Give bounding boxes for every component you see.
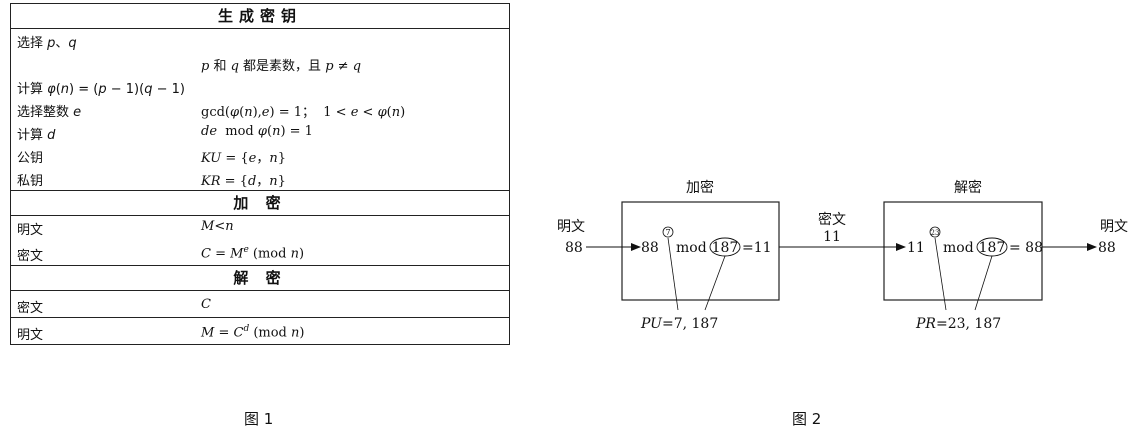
header-generate-key: 生成密钥 <box>11 4 509 29</box>
dec-result: = 88 <box>1009 240 1043 256</box>
plaintext-in-label: 明文 <box>557 219 585 235</box>
row-label: 选择 p、q <box>17 36 77 51</box>
row-value: C <box>201 297 211 312</box>
encrypt-title: 加密 <box>686 179 714 196</box>
row-label: 计算 φ(n) = (p − 1)(q − 1) <box>17 82 185 97</box>
row-value: M = Cd (mod n) <box>201 324 305 341</box>
decrypt-title: 解密 <box>954 179 982 196</box>
row-label: 明文 <box>17 328 44 343</box>
table-row: 明文 M<n <box>11 216 509 239</box>
row-value: KR = {d，n} <box>201 174 286 189</box>
decrypt-box <box>883 201 1043 301</box>
pr-pointer-exp <box>934 237 947 311</box>
row-label: 私钥 <box>17 174 44 189</box>
pr-pointer-mod <box>974 255 993 311</box>
table-row: 计算 φ(n) = (p − 1)(q − 1) <box>11 75 509 98</box>
table-row: 选择整数 e gcd(φ(n),e) = 1； 1 < e < φ(n) <box>11 98 509 121</box>
encrypt-box <box>621 201 780 301</box>
ciphertext-label: 密文 <box>818 211 846 228</box>
row-label: 密文 <box>17 301 44 316</box>
table-row: 明文 M = Cd (mod n) <box>11 318 509 344</box>
key-generation-table: 生成密钥 选择 p、q p 和 q 都是素数，且 p ≠ q 计算 φ(n) =… <box>10 3 510 345</box>
table-row: 密文 C = Me (mod n) <box>11 239 509 265</box>
row-value: gcd(φ(n),e) = 1； 1 < e < φ(n) <box>201 105 406 120</box>
table-row: p 和 q 都是素数，且 p ≠ q <box>11 52 509 75</box>
row-label: 公钥 <box>17 151 44 166</box>
row-value: C = Me (mod n) <box>201 245 305 262</box>
dec-exponent-circle <box>929 226 941 238</box>
enc-exponent-circle <box>662 226 674 238</box>
pu-pointer-mod <box>704 255 726 311</box>
row-label: 选择整数 e <box>17 105 82 120</box>
figure-2-caption: 图 2 <box>792 410 822 428</box>
table-row: 私钥 KR = {d，n} <box>11 167 509 190</box>
header-decrypt: 解 密 <box>11 265 509 291</box>
private-key-label: PR=23, 187 <box>915 316 1001 332</box>
row-label: 计算 d <box>17 128 56 143</box>
dec-base: 11 <box>907 240 925 256</box>
plaintext-out-label: 明文 <box>1100 219 1128 235</box>
row-value: de mod φ(n) = 1 <box>201 124 313 139</box>
dec-mod: mod <box>943 240 974 256</box>
dec-modulus: 187 <box>979 240 1006 256</box>
table-row: 计算 d de mod φ(n) = 1 <box>11 121 509 144</box>
rsa-example-diagram: 加密 解密 明文 88 88 7 mod 187 =11 PU=7, 187 密… <box>555 170 1146 350</box>
row-label: 密文 <box>17 249 44 264</box>
dec-exponent: 23 <box>931 229 940 237</box>
enc-base: 88 <box>641 240 659 256</box>
enc-result: =11 <box>742 240 772 256</box>
row-value: p 和 q 都是素数，且 p ≠ q <box>201 59 362 74</box>
row-value: M<n <box>201 219 234 234</box>
row-value: KU = {e，n} <box>201 151 287 166</box>
plaintext-in-value: 88 <box>565 240 583 256</box>
table-row: 选择 p、q <box>11 29 509 52</box>
pu-pointer-exp <box>667 237 679 311</box>
figure-1-caption: 图 1 <box>244 410 274 428</box>
public-key-label: PU=7, 187 <box>640 316 718 332</box>
table-row: 密文 C <box>11 291 509 318</box>
table-row: 公钥 KU = {e，n} <box>11 144 509 167</box>
header-encrypt: 加 密 <box>11 190 509 216</box>
enc-exponent: 7 <box>665 228 670 237</box>
ciphertext-value: 11 <box>823 229 841 245</box>
plaintext-out-value: 88 <box>1098 240 1116 256</box>
diagram-canvas: 加密 解密 明文 88 88 7 mod 187 =11 PU=7, 187 密… <box>557 179 1128 332</box>
enc-modulus: 187 <box>712 240 739 256</box>
enc-mod: mod <box>676 240 707 256</box>
row-label: 明文 <box>17 223 44 238</box>
